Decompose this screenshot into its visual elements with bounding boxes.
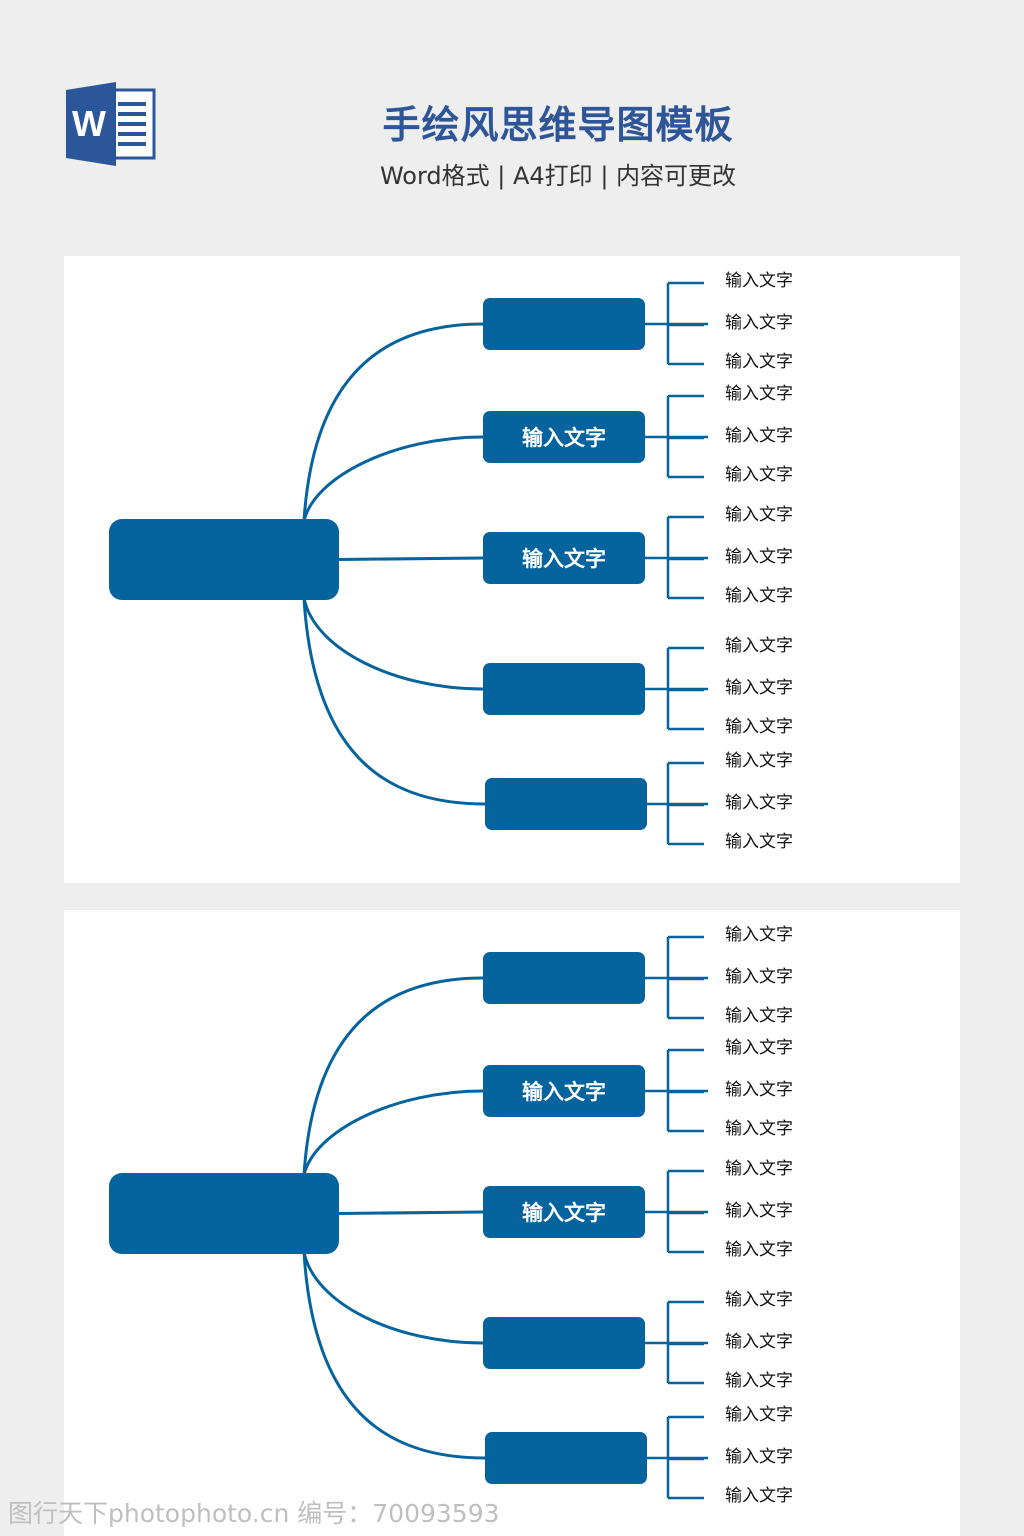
leaf-text[interactable]: 输入文字 [725, 1006, 793, 1026]
leaf-text[interactable]: 输入文字 [725, 1240, 793, 1260]
leaf-text[interactable]: 输入文字 [725, 717, 793, 737]
leaf-text[interactable]: 输入文字 [725, 1332, 793, 1352]
word-icon: W [62, 80, 158, 166]
mindmap-panel-1: 输入文字输入文字输入文字输入文字输入文字输入文字输入文字输入文字输入文字输入文字… [64, 256, 960, 883]
leaf-bracket [645, 1300, 708, 1385]
leaf-text[interactable]: 输入文字 [725, 1371, 793, 1391]
leaf-text[interactable]: 输入文字 [725, 1119, 793, 1139]
leaf-text[interactable]: 输入文字 [725, 1290, 793, 1310]
connector-lines [302, 281, 708, 846]
branch-node[interactable]: 输入文字 [483, 1065, 645, 1117]
leaf-text[interactable]: 输入文字 [725, 352, 793, 372]
leaf-bracket [645, 394, 708, 479]
leaf-bracket [645, 515, 708, 600]
branch-connector [302, 435, 484, 522]
leaf-text[interactable]: 输入文字 [725, 1405, 793, 1425]
branch-connector [302, 976, 484, 1176]
leaf-text[interactable]: 输入文字 [725, 505, 793, 525]
page-title: 手绘风思维导图模板 [382, 103, 734, 147]
branch-node[interactable]: 输入文字 [483, 532, 645, 584]
leaf-text[interactable]: 输入文字 [725, 384, 793, 404]
branch-node[interactable] [485, 1432, 647, 1484]
leaf-text[interactable]: 输入文字 [725, 793, 793, 813]
leaf-text[interactable]: 输入文字 [725, 1038, 793, 1058]
branch-connector [338, 556, 484, 561]
branch-node[interactable]: 输入文字 [483, 1186, 645, 1238]
branch-node[interactable] [483, 1317, 645, 1369]
branch-connector [302, 1089, 484, 1176]
branch-connector [302, 1251, 484, 1345]
branch-connector [302, 597, 484, 691]
leaf-text[interactable]: 输入文字 [725, 547, 793, 567]
branch-connector [302, 322, 484, 522]
leaf-text[interactable]: 输入文字 [725, 465, 793, 485]
leaf-text[interactable]: 输入文字 [725, 967, 793, 987]
connector-lines [302, 935, 708, 1500]
leaf-text[interactable]: 输入文字 [725, 832, 793, 852]
leaf-bracket [645, 1169, 708, 1254]
leaf-text[interactable]: 输入文字 [725, 678, 793, 698]
leaf-text[interactable]: 输入文字 [725, 426, 793, 446]
mindmap-panel-2: 输入文字输入文字输入文字输入文字输入文字输入文字输入文字输入文字输入文字输入文字… [64, 910, 960, 1536]
word-logo-letter: W [72, 103, 106, 144]
root-node[interactable] [109, 1173, 339, 1254]
leaf-text[interactable]: 输入文字 [725, 586, 793, 606]
leaf-bracket [645, 935, 708, 1020]
leaf-bracket [645, 646, 708, 731]
branch-node[interactable] [483, 952, 645, 1004]
watermark: 图行天下photophoto.cn 编号：70093593 [8, 1499, 500, 1528]
leaf-text[interactable]: 输入文字 [725, 925, 793, 945]
leaf-text[interactable]: 输入文字 [725, 1447, 793, 1467]
leaf-text[interactable]: 输入文字 [725, 1159, 793, 1179]
leaf-text[interactable]: 输入文字 [725, 271, 793, 291]
leaf-text[interactable]: 输入文字 [725, 751, 793, 771]
page-subtitle: Word格式 | A4打印 | 内容可更改 [379, 162, 737, 190]
leaf-text[interactable]: 输入文字 [725, 313, 793, 333]
branch-node[interactable]: 输入文字 [483, 411, 645, 463]
branch-node[interactable] [483, 663, 645, 715]
branch-connector [338, 1210, 484, 1215]
leaf-bracket [645, 281, 708, 366]
root-node[interactable] [109, 519, 339, 600]
branch-connector [302, 1251, 486, 1460]
leaf-bracket [647, 1415, 708, 1500]
leaf-text[interactable]: 输入文字 [725, 1080, 793, 1100]
leaf-text[interactable]: 输入文字 [725, 1201, 793, 1221]
leaf-text[interactable]: 输入文字 [725, 1486, 793, 1506]
leaf-bracket [645, 1048, 708, 1133]
branch-connector [302, 597, 486, 806]
branch-node[interactable] [485, 778, 647, 830]
leaf-text[interactable]: 输入文字 [725, 636, 793, 656]
branch-node[interactable] [483, 298, 645, 350]
leaf-bracket [647, 761, 708, 846]
